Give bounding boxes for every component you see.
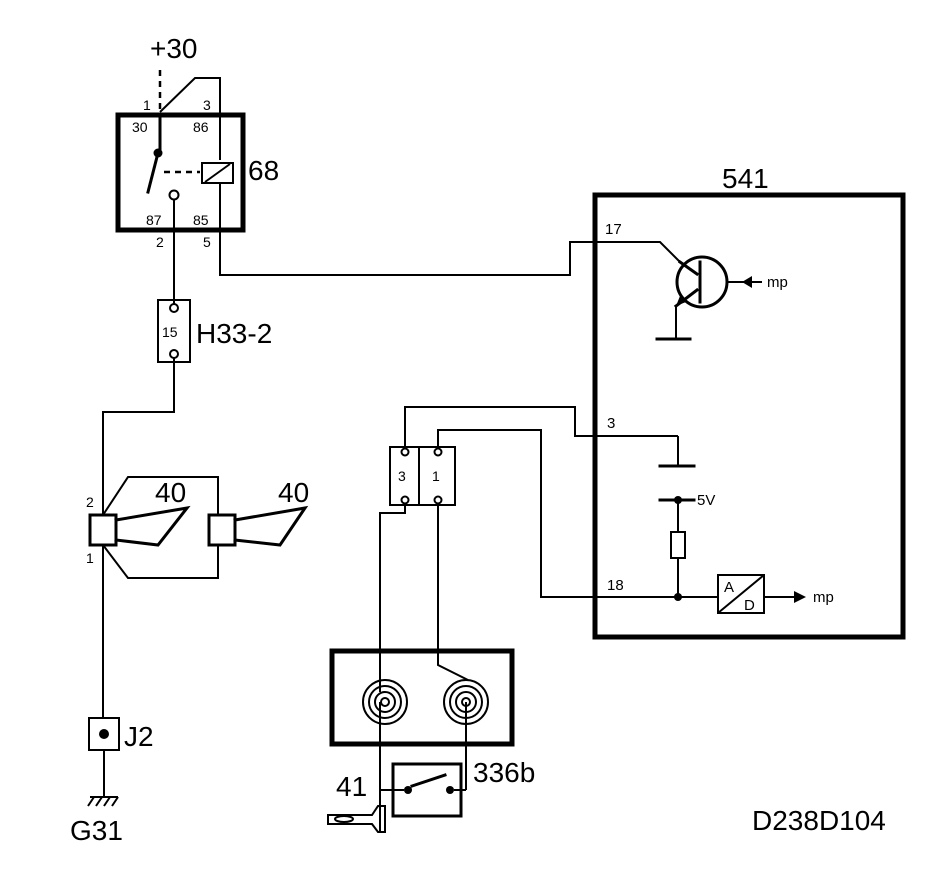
pullup-resistor — [670, 531, 686, 559]
label-adc-a: A — [724, 579, 734, 596]
label-connector-pin-1: 1 — [432, 468, 440, 484]
fuse-h33-2: 15 H33-2 — [157, 299, 272, 363]
transistor-emitter-arrow — [676, 296, 686, 306]
label-adc-d: D — [744, 597, 755, 614]
horns-40: 40 40 2 1 — [86, 476, 309, 579]
horn-wire-top — [102, 476, 219, 516]
relay-coil — [201, 162, 234, 184]
relay-switch-blade — [146, 151, 160, 194]
ground-hatch-3 — [103, 796, 111, 807]
connector-3-1: 3 1 — [389, 446, 456, 506]
wire-fuse-to-horn — [102, 358, 175, 515]
label-supply: +30 — [150, 33, 198, 64]
label-j2: J2 — [124, 721, 154, 752]
relay-coil-feed-wire — [159, 77, 221, 160]
ecu-541: 541 mp 17 3 5V A D mp 18 — [592, 163, 906, 640]
transistor-collector — [677, 259, 700, 277]
adc-output-arrow — [794, 591, 806, 603]
switch-contact-right — [446, 786, 454, 794]
label-relay-num-5: 5 — [203, 234, 211, 250]
label-relay-num-3: 3 — [203, 97, 211, 113]
connector-3-top — [400, 447, 410, 457]
label-ecu-out-bottom: mp — [813, 589, 834, 606]
label-ecu-pin-3: 3 — [607, 415, 615, 432]
label-horn-pin-2: 2 — [86, 494, 94, 510]
horn-left-connector — [88, 513, 118, 547]
label-connector-pin-3: 3 — [398, 468, 406, 484]
label-horn-right: 40 — [278, 477, 309, 508]
label-horn-pin-1: 1 — [86, 550, 94, 566]
relay-contact-87 — [168, 189, 180, 201]
transistor-input-arrow — [742, 276, 752, 288]
label-horn-left: 40 — [155, 477, 186, 508]
label-336b: 336b — [473, 757, 535, 788]
ground-hatch-4 — [111, 796, 119, 807]
label-relay-num-2: 2 — [156, 234, 164, 250]
horn-right-connector — [207, 513, 237, 547]
fuse-terminal-bottom — [169, 349, 179, 359]
horn-contact-icon — [327, 805, 386, 833]
connector-3-bottom — [400, 495, 410, 505]
label-relay-pin-85: 85 — [193, 212, 209, 228]
label-doc-code: D238D104 — [752, 805, 886, 836]
contact-unit-box — [329, 648, 515, 747]
horn-contact-inner — [334, 815, 354, 823]
label-relay-num-1: 1 — [143, 97, 151, 113]
horn-right-bell — [233, 505, 309, 547]
ground-hatch-2 — [95, 796, 103, 807]
wire-connector-3-to-ecu-3 — [404, 406, 600, 448]
ecu-box — [592, 192, 906, 640]
adc-diagonal — [717, 574, 765, 614]
switch-contact-left — [404, 786, 412, 794]
label-ecu-pin-17: 17 — [605, 221, 622, 238]
fuse-terminal-top — [169, 303, 179, 313]
label-relay-pin-30: 30 — [132, 119, 148, 135]
ground-j2: J2 G31 — [70, 717, 154, 846]
label-relay-pin-86: 86 — [193, 119, 209, 135]
wire-connector-1-to-ecu-18 — [437, 429, 600, 598]
horn-left-bell — [114, 505, 191, 547]
relay-68: +30 68 1 3 30 86 87 85 2 5 — [115, 33, 279, 250]
label-ecu-out-top: mp — [767, 274, 788, 291]
label-5v: 5V — [697, 492, 715, 509]
spiral-left-icon — [362, 679, 408, 725]
wire-connector-1-down — [437, 505, 469, 681]
wire-relay-to-ecu-17 — [219, 230, 681, 276]
switch-blade — [410, 773, 447, 788]
connector-1-top — [433, 447, 443, 457]
horn-wire-bottom — [102, 544, 219, 579]
relay-box — [115, 112, 246, 233]
label-relay-pin-87: 87 — [146, 212, 162, 228]
label-fuse-id: H33-2 — [196, 318, 272, 349]
label-relay-id: 68 — [248, 155, 279, 186]
label-41: 41 — [336, 771, 367, 802]
adc-box — [717, 574, 765, 614]
connector-1-bottom — [433, 495, 443, 505]
j2-pin — [99, 729, 109, 739]
label-ecu-id: 541 — [722, 163, 769, 194]
relay-coil-diagonal — [204, 163, 231, 183]
label-ecu-pin-18: 18 — [607, 577, 624, 594]
horn-contact-unit: 41 336b — [327, 648, 535, 833]
wire-connector-3-down — [379, 505, 406, 692]
label-fuse-num: 15 — [162, 324, 178, 340]
label-g31: G31 — [70, 815, 123, 846]
ground-hatch-1 — [87, 796, 95, 807]
